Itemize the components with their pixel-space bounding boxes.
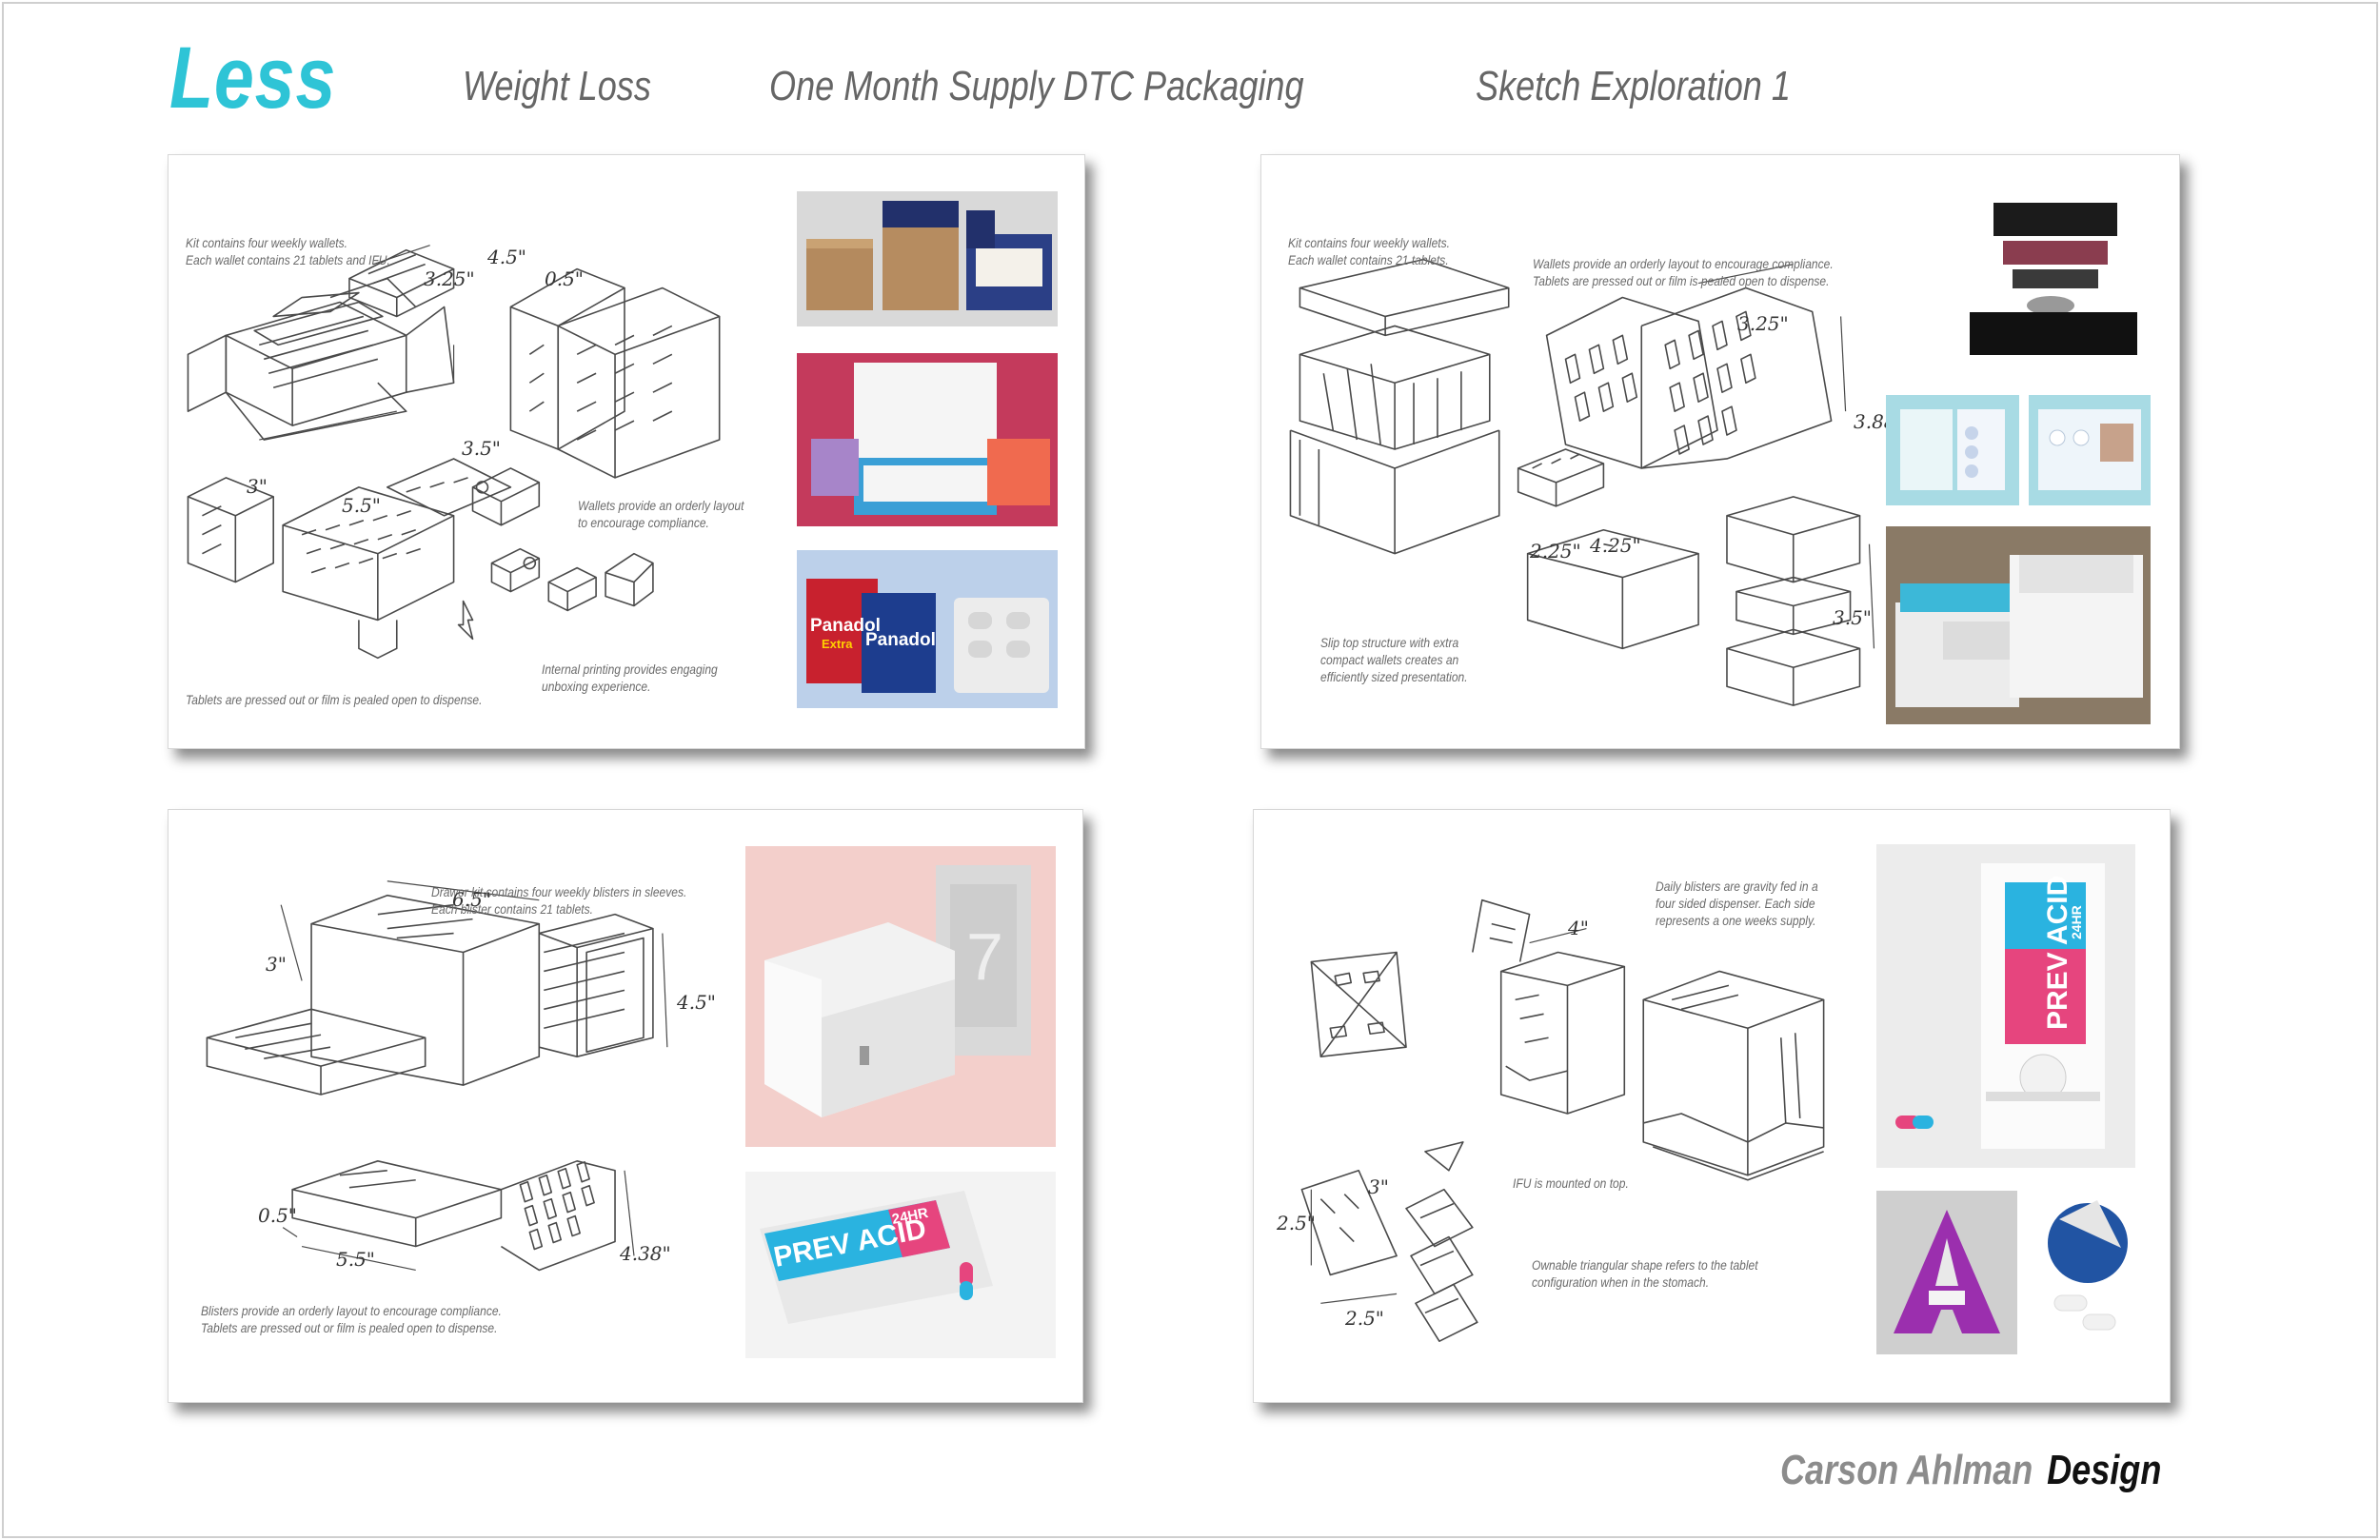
prevacid-dispenser-label: PREV ACID (2042, 876, 2073, 1030)
designer-role: Design (2047, 1447, 2162, 1493)
reference-photo-phone-box (1960, 193, 2147, 363)
note-wallet-layout: Wallets provide an orderly layout (578, 498, 744, 513)
dim-label: 0.5" (545, 267, 585, 290)
dim-label: 6.5" (452, 888, 492, 911)
panadol-extra-label: Extra (822, 637, 853, 651)
dim-label: 2.5" (1277, 1212, 1317, 1234)
dim-label: 5.5" (336, 1248, 376, 1271)
dim-label: 5.5" (342, 494, 382, 517)
dim-label: 0.5" (258, 1204, 298, 1227)
note-wallet-layout: Wallets provide an orderly layout to enc… (1533, 256, 1834, 271)
drawer-kit-sketch (206, 880, 668, 1272)
dim-label: 3.5" (462, 437, 502, 460)
note-dispense: Tablets are pressed out or film is peale… (186, 692, 483, 707)
note-ifu: IFU is mounted on top. (1513, 1175, 1629, 1191)
wallet-kit-sketch (187, 245, 721, 660)
note-slip-top: Slip top structure with extra (1320, 635, 1459, 650)
note-weekly-supply: represents a one weeks supply. (1656, 913, 1816, 928)
reference-photo-kraft-boxes (797, 191, 1058, 326)
note-blister-layout: Blisters provide an orderly layout to en… (201, 1303, 502, 1318)
dim-label: 3" (247, 475, 268, 498)
dim-label: 4" (1568, 917, 1589, 939)
note-unboxing: unboxing experience. (542, 679, 651, 694)
note-compact: compact wallets creates an (1320, 652, 1459, 667)
dim-label: 3" (1368, 1175, 1389, 1198)
sketch-panel-wallet-kit: Kit contains four weekly wallets. Each w… (168, 154, 1085, 749)
dim-label: 2.5" (1345, 1307, 1385, 1330)
note-four-sided: four sided dispenser. Each side (1656, 896, 1815, 911)
reference-photo-prevacid-box: PREV ACID 24HR (745, 1172, 1056, 1358)
note-dispense: Tablets are pressed out or film is peale… (201, 1320, 498, 1335)
dim-label: 4.5" (677, 991, 717, 1014)
panadol-label: Panadol (810, 616, 881, 636)
reference-photo-panadol: Panadol Extra Panadol (797, 550, 1058, 708)
designer-name: Carson Ahlman (1780, 1447, 2033, 1493)
note-gravity-fed: Daily blisters are gravity fed in a (1656, 879, 1818, 894)
sketch-panel-dispenser: Daily blisters are gravity fed in a four… (1253, 809, 2171, 1403)
panadol-label-2: Panadol (865, 630, 936, 650)
designer-credit: Carson Ahlman Design (1780, 1447, 2161, 1494)
prevacid-dispenser-24hr: 24HR (2069, 905, 2084, 939)
dim-label: 4.25" (1590, 534, 1641, 557)
note-stomach: configuration when in the stomach. (1532, 1274, 1710, 1290)
note-drawer-kit: Drawer kit contains four weekly blisters… (431, 884, 687, 899)
brand-logo: Less (169, 30, 337, 127)
header-category: Weight Loss (463, 63, 651, 109)
note-blister-contents: Each blister contains 21 tablets. (431, 901, 593, 917)
reference-photo-slip-box (1886, 526, 2151, 724)
dim-label: 3.25" (1737, 312, 1789, 335)
dim-label: 4.38" (620, 1242, 671, 1265)
sketch-panel-drawer-kit: Drawer kit contains four weekly blisters… (168, 809, 1083, 1403)
sketch-panel-slip-top-kit: Kit contains four weekly wallets. Each w… (1260, 154, 2180, 749)
note-internal-printing: Internal printing provides engaging (542, 661, 718, 677)
drawer-number-label: 7 (966, 919, 1003, 994)
dim-label: 3.25" (424, 267, 475, 290)
reference-photo-blister-pack (2029, 395, 2151, 505)
note-triangular-shape: Ownable triangular shape refers to the t… (1532, 1257, 1758, 1273)
reference-photo-round-blister (2031, 1191, 2135, 1354)
note-dispense: Tablets are pressed out or film is peale… (1533, 273, 1830, 288)
header-phase: Sketch Exploration 1 (1476, 63, 1791, 109)
reference-photo-blister-card (1886, 395, 2019, 505)
dispenser-sketch (1300, 898, 1825, 1343)
reference-photo-drawer-box: 7 (745, 846, 1056, 1147)
reference-photo-triangle-blister (1876, 1191, 2017, 1354)
header-project: One Month Supply DTC Packaging (769, 63, 1304, 109)
note-wallet-contents: Each wallet contains 21 tablets and IFU. (186, 252, 390, 267)
note-wallet-contents: Each wallet contains 21 tablets. (1288, 252, 1449, 267)
note-efficient: efficiently sized presentation. (1320, 669, 1468, 684)
dim-label: 2.25" (1530, 540, 1581, 563)
dim-label: 3" (266, 953, 287, 976)
slip-top-sketch (1289, 258, 1875, 706)
note-kit-contents: Kit contains four weekly wallets. (1288, 235, 1450, 250)
reference-photo-test-kit (797, 353, 1058, 526)
reference-photo-prevacid-dispenser: PREV ACID 24HR (1876, 844, 2135, 1168)
dim-label: 3.5" (1833, 606, 1873, 629)
dim-label: 4.5" (487, 246, 527, 268)
note-compliance: to encourage compliance. (578, 515, 709, 530)
note-kit-contents: Kit contains four weekly wallets. (186, 235, 347, 250)
